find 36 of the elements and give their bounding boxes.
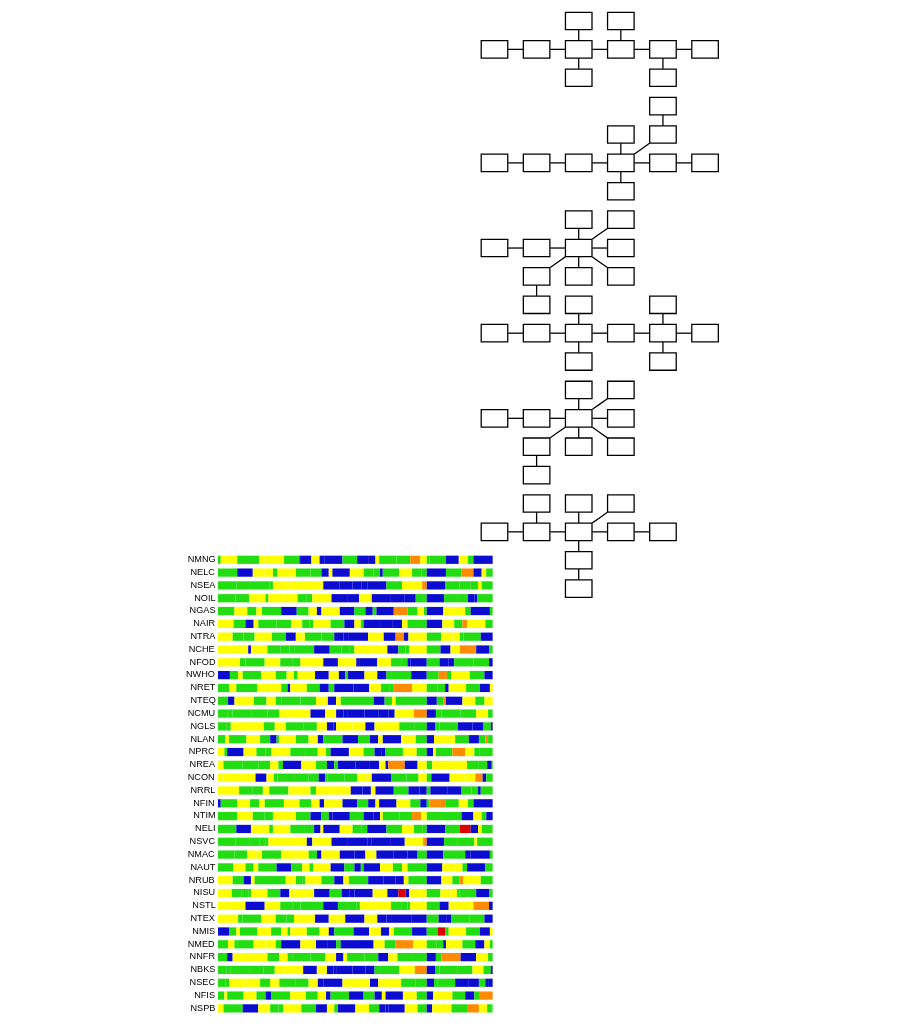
- label: NBKS: [190, 964, 215, 975]
- label: NSEC: [189, 977, 215, 988]
- label: NAIR: [192, 618, 215, 629]
- label: NWHO: [185, 669, 215, 680]
- label: NAUT: [190, 861, 215, 872]
- label: NFIN: [192, 797, 215, 808]
- label: NTIM: [192, 810, 216, 821]
- label: NSVC: [189, 836, 215, 847]
- label: NFIS: [193, 989, 215, 1000]
- label: NRUB: [188, 874, 215, 885]
- label: NPRC: [188, 746, 215, 757]
- label: NMNG: [187, 554, 216, 565]
- label: NELC: [190, 566, 215, 577]
- label: NTEQ: [190, 695, 216, 706]
- label: NMIS: [191, 925, 215, 936]
- label: NTRA: [190, 630, 215, 641]
- label: NMED: [187, 938, 215, 949]
- label: NGAS: [189, 605, 216, 616]
- label: NRRL: [190, 784, 215, 795]
- label: NREA: [189, 759, 215, 770]
- label: NCHE: [188, 643, 215, 654]
- label: NNFR: [189, 951, 215, 962]
- label: NSEA: [190, 579, 215, 590]
- label: NRET: [190, 682, 215, 693]
- label: NTEX: [190, 912, 215, 923]
- label: NGLS: [190, 720, 215, 731]
- label: NISU: [192, 887, 215, 898]
- label: NLAN: [190, 733, 215, 744]
- label: NOIL: [193, 592, 216, 603]
- label: NSPB: [190, 1002, 215, 1013]
- label: NCON: [187, 771, 215, 782]
- label: NCMU: [187, 707, 215, 718]
- label: NMAC: [187, 848, 215, 859]
- label: NSTL: [191, 900, 216, 911]
- label: NFOD: [189, 656, 216, 667]
- label: NELI: [194, 823, 215, 834]
